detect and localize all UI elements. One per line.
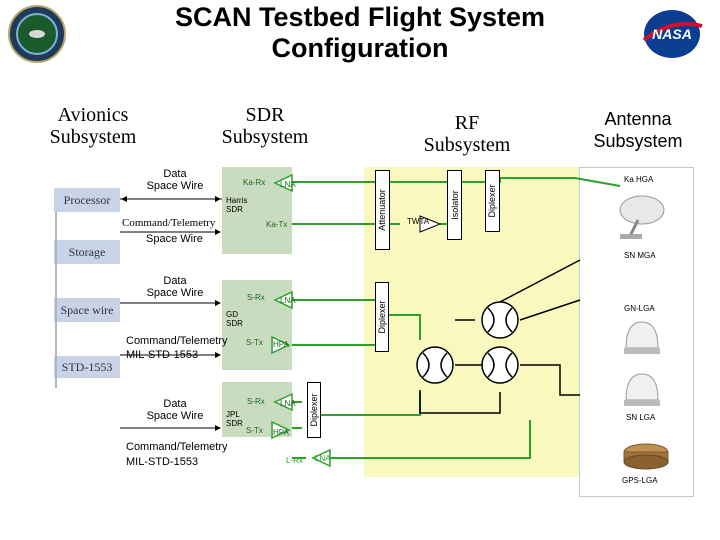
harris-lna-label: LNA bbox=[280, 180, 296, 189]
jpl-cmd-label: Command/Telemetry bbox=[126, 441, 228, 453]
gd-cmd-sub-label: MIL-STD-1553 bbox=[126, 349, 199, 361]
isolator-block bbox=[447, 170, 462, 240]
harris-data-line-1: Data bbox=[163, 168, 187, 180]
processor-block: Processor bbox=[54, 188, 120, 212]
gd-name-line-1: GD bbox=[226, 310, 238, 319]
gd-s-tx-label: S-Tx bbox=[246, 338, 263, 347]
rf-heading-line-2: Subsystem bbox=[423, 134, 511, 156]
std-1553-block: STD-1553 bbox=[54, 356, 120, 378]
jpl-s-tx-label: S-Tx bbox=[246, 426, 263, 435]
diplexer-top-block bbox=[485, 170, 500, 232]
l-rx-lna-label: LNA bbox=[315, 454, 331, 463]
rf-region bbox=[364, 167, 579, 477]
gd-cmd-label: Command/Telemetry bbox=[126, 335, 228, 347]
jpl-s-rx-label: S-Rx bbox=[247, 397, 265, 406]
sn-mga-label: SN MGA bbox=[624, 251, 656, 260]
std-1553-label: STD-1553 bbox=[61, 359, 113, 374]
sn-lga-image bbox=[618, 370, 666, 410]
harris-name-line-1: Harris bbox=[226, 196, 248, 205]
scan-mission-patch-logo bbox=[8, 5, 66, 63]
harris-data-line-2: Space Wire bbox=[146, 180, 204, 192]
space-wire-label: Space wire bbox=[60, 302, 114, 317]
jpl-data-label: Data Space Wire bbox=[140, 398, 210, 422]
gps-lga-image bbox=[620, 440, 672, 472]
title-line-1: SCAN Testbed Flight System bbox=[174, 2, 546, 32]
jpl-hpa-label: HPA bbox=[273, 428, 289, 437]
rf-heading-line-1: RF bbox=[454, 112, 480, 134]
harris-sdr-name: Harris SDR bbox=[226, 196, 247, 214]
harris-ka-tx-label: Ka-Tx bbox=[266, 220, 288, 229]
diplexer-low-block bbox=[307, 382, 321, 438]
diplexer-top-label: Diplexer bbox=[487, 184, 497, 218]
gd-name-line-2: SDR bbox=[226, 319, 243, 328]
sdr-heading-line-1: SDR bbox=[245, 104, 285, 126]
harris-cmd-sub-label: Space Wire bbox=[146, 233, 203, 245]
page-title: SCAN Testbed Flight System Configuration bbox=[120, 2, 600, 64]
antenna-subsystem-heading: Antenna Subsystem bbox=[578, 108, 698, 152]
avionics-bus-line bbox=[55, 212, 57, 388]
ka-hga-label: Ka HGA bbox=[624, 175, 654, 184]
jpl-name-line-1: JPL bbox=[226, 410, 240, 419]
ka-hga-image bbox=[610, 190, 668, 240]
diplexer-low-label: Diplexer bbox=[309, 393, 319, 427]
jpl-name-line-2: SDR bbox=[226, 419, 243, 428]
harris-ka-rx-label: Ka-Rx bbox=[243, 178, 266, 187]
l-rx-label: L-Rx bbox=[286, 456, 303, 465]
jpl-sdr-name: JPL SDR bbox=[226, 410, 243, 428]
sn-lga-label: SN LGA bbox=[626, 413, 656, 422]
jpl-data-line-1: Data bbox=[163, 398, 187, 410]
gn-lga-label: GN-LGA bbox=[624, 304, 655, 313]
gps-lga-label: GPS-LGA bbox=[622, 476, 658, 485]
sdr-heading-line-2: Subsystem bbox=[221, 126, 309, 148]
harris-name-line-2: SDR bbox=[226, 205, 243, 214]
gn-lga-image bbox=[618, 318, 666, 358]
gd-s-rx-label: S-Rx bbox=[247, 293, 265, 302]
jpl-lna-label: LNA bbox=[280, 399, 296, 408]
title-line-2: Configuration bbox=[271, 33, 449, 63]
antenna-heading-line-1: Antenna bbox=[604, 109, 672, 129]
harris-data-label: Data Space Wire bbox=[140, 168, 210, 192]
storage-label: Storage bbox=[68, 244, 106, 259]
sdr-subsystem-heading: SDR Subsystem bbox=[210, 104, 320, 148]
avionics-subsystem-heading: Avionics Subsystem bbox=[38, 104, 148, 148]
diplexer-mid-block bbox=[375, 282, 389, 352]
gd-hpa-label: HPA bbox=[273, 340, 289, 349]
rf-subsystem-heading: RF Subsystem bbox=[412, 112, 522, 156]
attenuator-label: Attenuator bbox=[377, 189, 387, 231]
sdr-region-gd bbox=[222, 280, 292, 370]
harris-cmd-label: Command/Telemetry bbox=[122, 217, 216, 229]
avionics-heading-line-1: Avionics bbox=[57, 104, 129, 126]
diplexer-mid-label: Diplexer bbox=[377, 300, 387, 334]
gd-data-line-1: Data bbox=[163, 275, 187, 287]
avionics-heading-line-2: Subsystem bbox=[49, 126, 137, 148]
space-wire-block: Space wire bbox=[54, 298, 120, 322]
storage-block: Storage bbox=[54, 240, 120, 264]
gd-sdr-name: GD SDR bbox=[226, 310, 243, 328]
processor-label: Processor bbox=[63, 192, 111, 207]
isolator-label: Isolator bbox=[450, 190, 460, 220]
nasa-logo: NASA bbox=[640, 8, 704, 60]
jpl-cmd-sub-label: MIL-STD-1553 bbox=[126, 456, 199, 468]
twta-label: TWTA bbox=[407, 217, 430, 226]
gd-data-label: Data Space Wire bbox=[140, 275, 210, 299]
gd-lna-label: LNA bbox=[280, 296, 296, 305]
jpl-data-line-2: Space Wire bbox=[146, 410, 204, 422]
attenuator-block bbox=[375, 170, 390, 250]
svg-text:NASA: NASA bbox=[652, 26, 692, 42]
gd-data-line-2: Space Wire bbox=[146, 287, 204, 299]
antenna-heading-line-2: Subsystem bbox=[593, 131, 683, 151]
